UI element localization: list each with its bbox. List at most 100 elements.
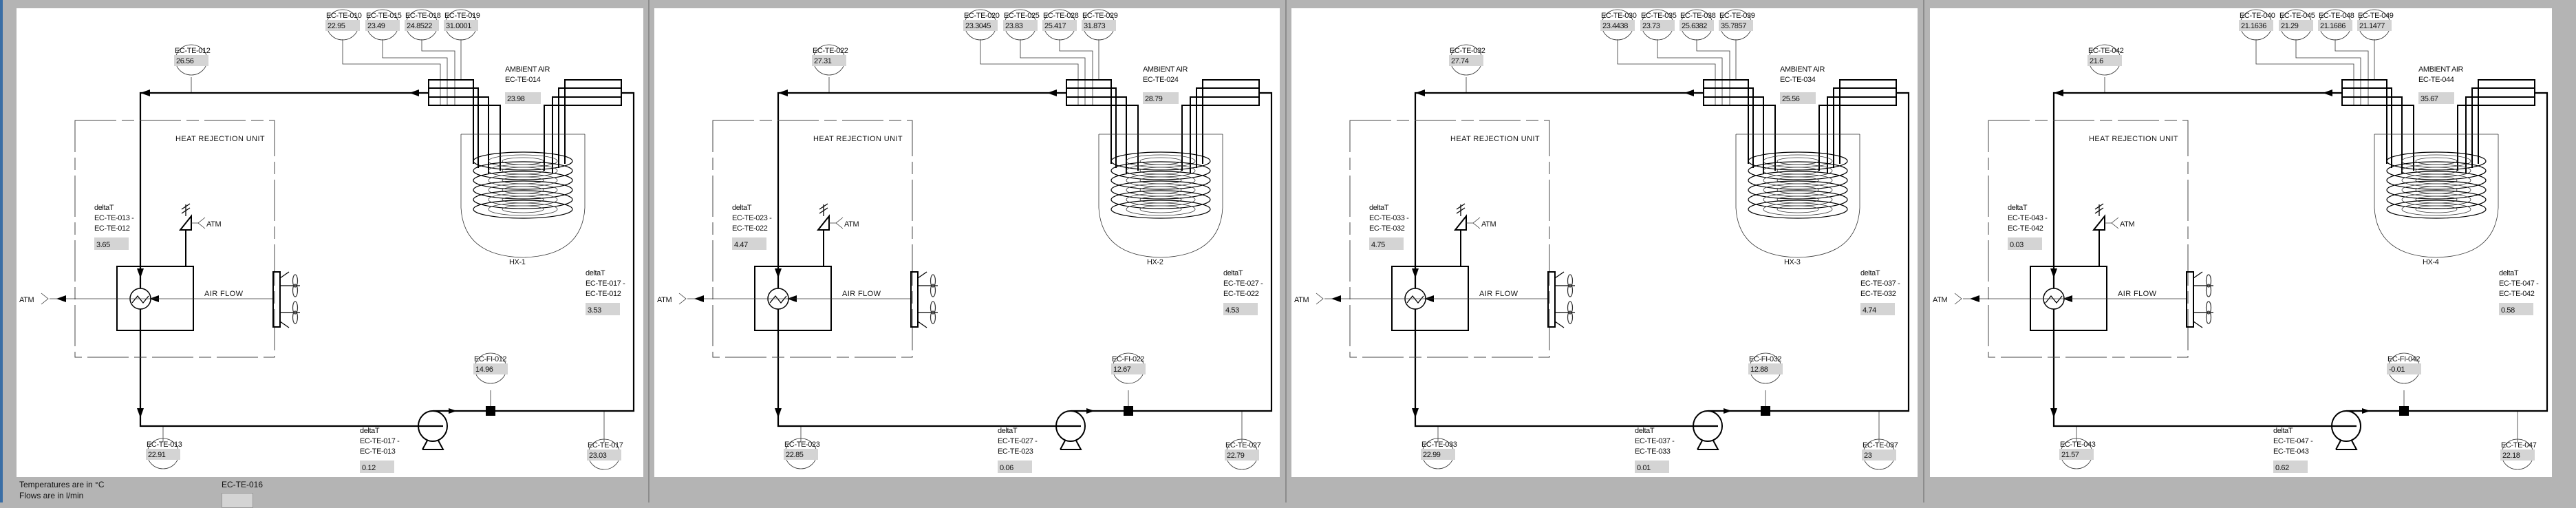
ambient-air-label: AMBIENT AIR <box>1143 65 1188 74</box>
top-temperature-sensor-4[interactable]: EC-TE-039 35.7857 <box>1719 9 1755 41</box>
supply-temperature-sensor-tag: EC-TE-022 <box>813 47 848 55</box>
heat-rejection-exchanger <box>116 230 194 331</box>
supply-temperature-sensor-tag: EC-TE-012 <box>175 47 211 55</box>
delta-t-heat-exchanger-value-box <box>1860 303 1895 315</box>
ambient-air-label: AMBIENT AIR <box>1780 65 1825 74</box>
top-temperature-sensor-4-tag: EC-TE-039 <box>1719 12 1755 20</box>
flow-sensor-value-text: -0.01 <box>2389 366 2405 374</box>
delta-t-heat-rejection-line2: EC-TE-022 <box>732 224 768 233</box>
flow-sensor[interactable]: EC-FI-042-0.01 <box>2387 352 2421 384</box>
sensor-leader-lines <box>800 39 1243 442</box>
delta-t-heat-rejection-value-text: 4.75 <box>1371 241 1385 249</box>
top-temperature-sensor-3-value-box <box>1042 20 1077 31</box>
delta-t-heat-rejection-value-box <box>94 237 129 250</box>
top-temperature-sensor-1-value-box <box>963 20 998 31</box>
pump-icon <box>1693 410 1723 450</box>
delta-t-heat-exchanger-value-box <box>2499 303 2533 315</box>
delta-t-loop-value: 0.01 <box>1635 461 1669 473</box>
top-temperature-sensor-4-value: 31.873 <box>1082 20 1116 31</box>
ambient-sensor-value-box <box>1780 92 1816 104</box>
top-temperature-sensor-1-value: 23.3045 <box>963 20 998 31</box>
top-temperature-sensor-1-value-box <box>325 20 360 31</box>
top-temperature-sensor-2-value-text: 23.73 <box>1642 22 1660 30</box>
top-temperature-sensor-3-value: 25.417 <box>1042 20 1077 31</box>
hx-label: HX-3 <box>1784 258 1801 266</box>
flow-sensor-value-text: 12.67 <box>1113 366 1131 374</box>
ambient-sensor-value-text: 35.67 <box>2421 95 2438 103</box>
hx-manifold-right <box>1818 79 1897 173</box>
delta-t-heat-rejection-value-text: 0.03 <box>2010 241 2024 249</box>
top-temperature-sensor-4-value: 21.1477 <box>2357 20 2392 31</box>
return-temperature-sensor-value-box <box>146 449 180 460</box>
top-temperature-sensor-1-tag: EC-TE-010 <box>326 12 362 20</box>
heat-rejection-unit-label: HEAT REJECTION UNIT <box>2089 135 2178 143</box>
temperature-units-note: Temperatures are in °C <box>19 480 105 489</box>
hx-return-temperature-sensor-value-text: 22.18 <box>2502 452 2520 460</box>
panel-divider <box>1923 0 1924 502</box>
return-temperature-sensor-value-text: 21.57 <box>2061 451 2079 459</box>
hx-return-temperature-sensor-value-box <box>2500 449 2535 461</box>
heat-rejection-unit-label: HEAT REJECTION UNIT <box>175 135 265 143</box>
top-temperature-sensor-4-value-box <box>444 20 478 31</box>
top-temperature-sensor-2-value-box <box>365 20 400 31</box>
top-temperature-sensor-4-tag: EC-TE-049 <box>2358 12 2394 20</box>
top-temperature-sensor-3-tag: EC-TE-028 <box>1043 12 1079 20</box>
delta-t-heat-exchanger-value: 4.74 <box>1860 303 1895 315</box>
delta-t-heat-rejection-line1: EC-TE-013 - <box>94 214 134 222</box>
delta-t-heat-rejection-title: deltaT <box>1369 204 1389 212</box>
heat-exchanger-vessel <box>2374 134 2499 258</box>
panel-divider <box>1285 0 1287 502</box>
top-temperature-sensor-4-value-text: 35.7857 <box>1721 22 1746 30</box>
sensor-leader-lines <box>162 39 605 442</box>
return-temperature-sensor-tag: EC-TE-033 <box>1421 441 1457 449</box>
top-temperature-sensor-3-value: 21.1686 <box>2318 20 2352 31</box>
delta-t-heat-rejection-value: 3.65 <box>94 237 129 250</box>
air-exhaust-arrow-icon <box>56 295 66 302</box>
top-temperature-sensor-1-value-box <box>1600 20 1635 31</box>
supply-temperature-sensor-value-text: 27.74 <box>1451 57 1469 65</box>
supply-temperature-sensor-value: 21.6 <box>2087 55 2122 66</box>
top-temperature-sensor-2-value-text: 23.49 <box>367 22 385 30</box>
return-temperature-sensor-value: 22.85 <box>784 449 818 460</box>
